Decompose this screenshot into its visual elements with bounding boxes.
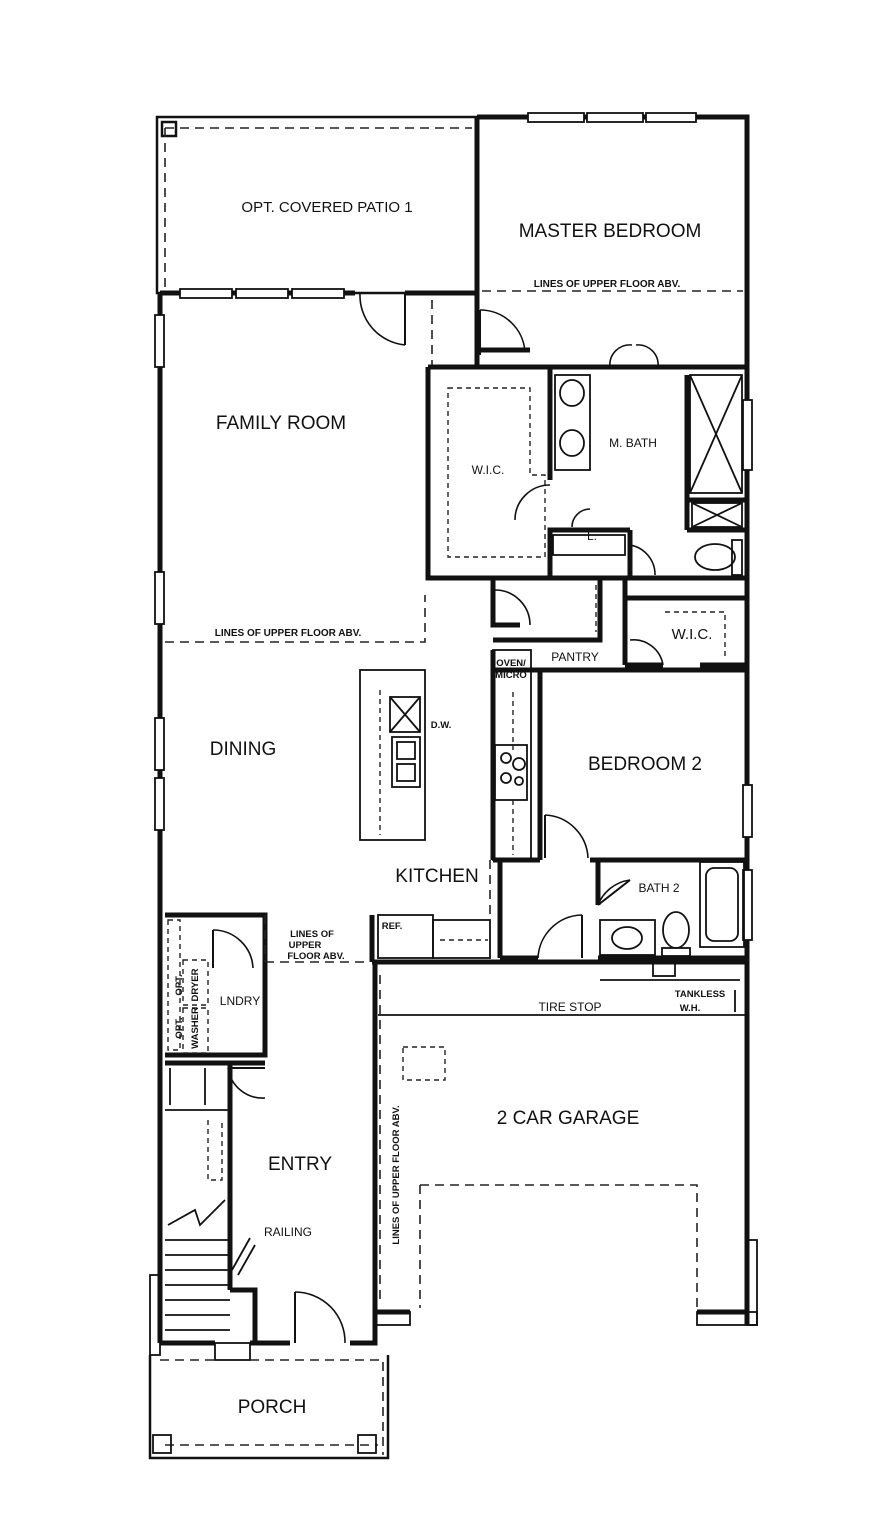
label-kitchen: KITCHEN bbox=[395, 866, 478, 887]
label-upper-floor-entry-2: UPPER bbox=[289, 940, 322, 951]
label-bedroom-2: BEDROOM 2 bbox=[588, 754, 702, 775]
windows bbox=[154, 112, 753, 1361]
label-railing: RAILING bbox=[264, 1225, 312, 1239]
upper-floor-lines bbox=[160, 127, 743, 1455]
label-master-bedroom: MASTER BEDROOM bbox=[519, 221, 702, 242]
label-upper-floor-entry-3: FLOOR ABV. bbox=[287, 951, 344, 962]
label-wic-bed2: W.I.C. bbox=[672, 626, 713, 643]
label-tankless-1: TANKLESS bbox=[675, 989, 726, 1000]
label-dishwasher: D.W. bbox=[431, 720, 452, 731]
exterior-walls bbox=[155, 114, 750, 1346]
label-tankless-2: W.H. bbox=[680, 1003, 701, 1014]
label-opt-washer-1: OPT. bbox=[174, 1017, 185, 1038]
label-tire-stop: TIRE STOP bbox=[538, 1000, 601, 1014]
stairs bbox=[165, 1068, 256, 1331]
label-upper-floor-master: LINES OF UPPER FLOOR ABV. bbox=[534, 279, 681, 290]
label-garage: 2 CAR GARAGE bbox=[497, 1108, 640, 1129]
garage-brick-ends bbox=[149, 1239, 758, 1356]
label-pantry: PANTRY bbox=[551, 650, 599, 664]
label-refrigerator: REF. bbox=[382, 921, 403, 932]
label-porch: PORCH bbox=[238, 1397, 307, 1418]
label-wic-master: W.I.C. bbox=[472, 463, 505, 477]
label-linen: L. bbox=[587, 529, 597, 543]
label-opt-dryer-2: DRYER bbox=[190, 968, 201, 1001]
label-upper-floor-family: LINES OF UPPER FLOOR ABV. bbox=[215, 628, 362, 639]
label-laundry: LNDRY bbox=[220, 994, 260, 1008]
label-upper-floor-garage: LINES OF UPPER FLOOR ABV. bbox=[391, 1105, 402, 1244]
label-master-bath: M. BATH bbox=[609, 436, 657, 450]
label-entry: ENTRY bbox=[268, 1154, 332, 1175]
room-labels: OPT. COVERED PATIO 1 MASTER BEDROOM LINE… bbox=[174, 199, 725, 1418]
label-bath-2: BATH 2 bbox=[638, 881, 679, 895]
label-opt-washer-2: WASHER bbox=[190, 1007, 201, 1049]
label-upper-floor-entry-1: LINES OF bbox=[290, 929, 334, 940]
doors bbox=[212, 292, 664, 1344]
label-covered-patio: OPT. COVERED PATIO 1 bbox=[241, 199, 412, 216]
label-family-room: FAMILY ROOM bbox=[216, 413, 346, 434]
label-micro: MICRO bbox=[495, 670, 527, 681]
porch-outline bbox=[148, 1355, 390, 1460]
label-dining: DINING bbox=[210, 739, 277, 760]
fixtures bbox=[165, 374, 745, 1331]
label-opt-dryer-1: OPT. bbox=[174, 974, 185, 995]
label-oven: OVEN/ bbox=[496, 658, 526, 669]
